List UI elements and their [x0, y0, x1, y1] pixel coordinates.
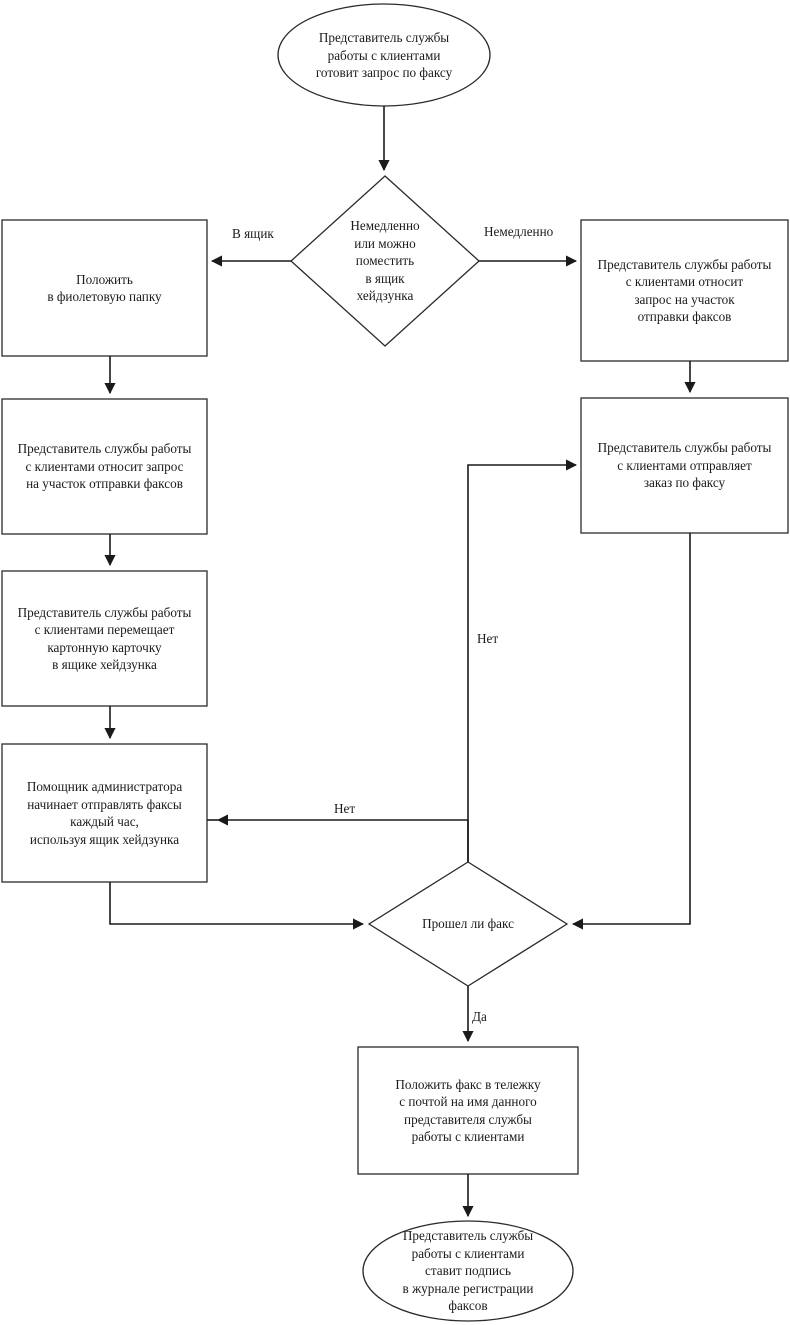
node-decision-fax-sent-shape: [367, 861, 569, 987]
node-rep-sends-fax-shape: [580, 397, 789, 534]
node-decision-heijunka-shape: [290, 175, 480, 347]
node-put-fax-cart-shape: [357, 1046, 579, 1175]
node-rep-carries-left-shape: [1, 398, 208, 535]
edge-label-da: Да: [472, 1009, 487, 1024]
edge-sends-fax-to-decision-fax: [571, 533, 691, 930]
edge-label-v-yashchik: В ящик: [232, 226, 274, 241]
edge-label-net-horizontal: Нет: [334, 801, 356, 816]
edge-assistant-to-decision-fax: [109, 882, 365, 930]
node-purple-folder-shape: [1, 219, 208, 357]
node-start-shape: [277, 3, 491, 107]
node-move-card-shape: [1, 570, 208, 707]
edge-label-nemedlenno: Немедленно: [484, 224, 554, 239]
edge-decision-fax-no-vertical: [467, 459, 578, 862]
edge-label-net-vertical: Нет: [477, 631, 499, 646]
node-assistant-hourly-shape: [1, 743, 208, 883]
node-end-sign-log-shape: [362, 1220, 574, 1322]
node-rep-carries-right-shape: [580, 219, 789, 362]
